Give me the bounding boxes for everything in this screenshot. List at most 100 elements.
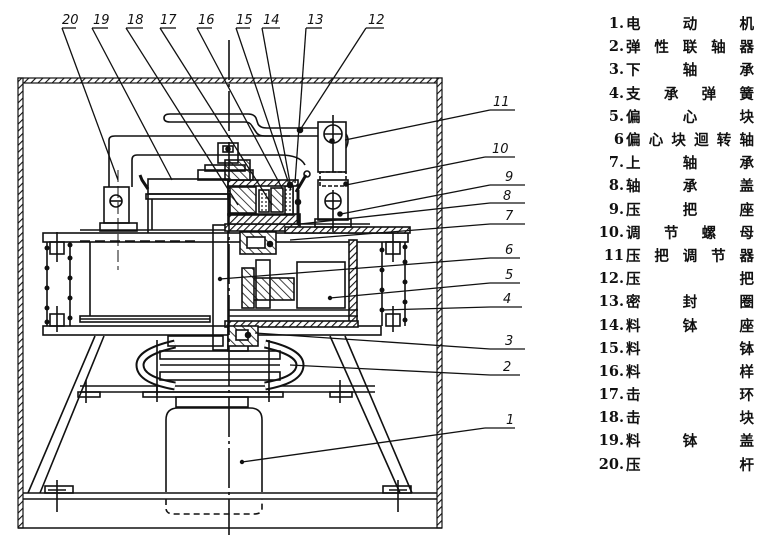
lower-bearing — [227, 325, 259, 347]
legend-item-char: 料 — [626, 317, 641, 335]
callout-6: 6 — [505, 243, 513, 258]
legend-item-label: 压把 — [626, 268, 764, 289]
callout-5: 5 — [505, 268, 513, 283]
legend-item-char: 压 — [626, 456, 641, 474]
legend-item-char: 压 — [626, 201, 641, 219]
legend-item-label: 击块 — [626, 407, 764, 428]
legend-item: 1.电动机 — [594, 12, 764, 35]
legend-item-char: 座 — [739, 201, 755, 219]
press-rod-support — [99, 135, 306, 270]
leader-lines — [61, 27, 525, 463]
callout-12: 12 — [368, 13, 385, 28]
legend-item-number: 5. — [608, 107, 624, 125]
motor — [165, 396, 263, 515]
callout-4: 4 — [503, 292, 511, 307]
legend-item-number: 4. — [608, 84, 624, 102]
legend-item: 7.上轴承 — [594, 151, 764, 174]
legend-item-char: 调 — [682, 247, 698, 265]
legend-item-char: 压 — [626, 271, 641, 289]
legend-item-char: 圈 — [739, 294, 755, 312]
legend-item-char: 偏 — [626, 108, 641, 126]
elastic-coupling — [135, 335, 305, 395]
callout-13: 13 — [307, 13, 324, 28]
legend-item-char: 料 — [626, 433, 641, 451]
legend-item: 18.击块 — [594, 406, 764, 429]
legend-item-number: 19. — [598, 432, 624, 450]
callout-7: 7 — [505, 209, 514, 224]
callout-20: 20 — [62, 13, 79, 28]
callout-10: 10 — [492, 142, 509, 157]
legend-item-char: 承 — [663, 85, 679, 103]
legend-item-char: 击 — [626, 410, 641, 428]
legend-item-label: 电动机 — [626, 13, 764, 34]
legend-item-char: 样 — [739, 363, 755, 381]
legend-item-char: 承 — [739, 155, 755, 173]
legend-item-number: 15. — [598, 339, 624, 357]
legend-item-label: 上轴承 — [626, 152, 764, 173]
legend-item: 9.压把座 — [594, 198, 764, 221]
legend-item-number: 3. — [608, 61, 624, 79]
upper-bearing — [239, 231, 277, 255]
legend-item-char: 块 — [739, 108, 755, 126]
legend-item-number: 12. — [598, 270, 624, 288]
adjusting-nut — [314, 171, 352, 232]
legend-item-char: 钵 — [739, 340, 755, 358]
legend-item-char: 器 — [739, 39, 755, 57]
legend-item-char: 击 — [626, 387, 641, 405]
legend-item-label: 偏心块 — [626, 106, 764, 127]
legend-item-char: 杆 — [739, 456, 755, 474]
legend-item-char: 把 — [739, 271, 755, 289]
legend-item-char: 轴 — [626, 178, 641, 196]
legend-item-char: 把 — [654, 247, 669, 265]
callout-9: 9 — [505, 170, 513, 185]
callout-17: 17 — [160, 13, 177, 28]
legend-item: 3.下轴承 — [594, 58, 764, 81]
legend-item-char: 压 — [626, 247, 641, 265]
callout-14: 14 — [263, 13, 280, 28]
legend-item-number: 18. — [598, 409, 624, 427]
legend-item-char: 螺 — [701, 224, 717, 242]
legend-item-number: 10. — [598, 223, 624, 241]
legend-item: 2.弹性联轴器 — [594, 35, 764, 58]
legend-item-label: 料钵座 — [626, 315, 764, 336]
legend-item-char: 钵 — [682, 317, 698, 335]
legend-item-number: 1. — [608, 15, 624, 33]
legend-item-char: 支 — [626, 85, 641, 103]
legend-item-label: 料钵 — [626, 338, 764, 359]
legend-item-label: 支承弹簧 — [626, 83, 764, 104]
legend-item-label: 压把座 — [626, 199, 764, 220]
legend-item-char: 上 — [626, 155, 641, 173]
lower-platform — [42, 315, 382, 336]
support-frame — [27, 335, 413, 494]
callout-labels: 20 19 18 17 16 15 14 13 12 11 10 9 8 7 6… — [62, 13, 514, 428]
legend-item-char: 下 — [626, 62, 641, 80]
callout-18: 18 — [127, 13, 144, 28]
legend-item-char: 动 — [682, 16, 698, 34]
legend-item: 17.击环 — [594, 383, 764, 406]
legend-item-label: 压把调节器 — [626, 245, 764, 266]
legend-item-char: 密 — [626, 294, 641, 312]
legend-item-number: 9. — [608, 200, 624, 218]
legend-item-number: 20. — [598, 455, 624, 473]
legend-item-char: 料 — [626, 340, 641, 358]
legend-item-char: 电 — [626, 16, 641, 34]
legend-item-char: 转 — [716, 132, 732, 150]
legend-item: 12.压把 — [594, 267, 764, 290]
legend-item: 14.料钵座 — [594, 313, 764, 336]
legend-item-char: 偏 — [626, 132, 641, 150]
legend-item-char: 母 — [739, 224, 754, 242]
legend-item-label: 料钵盖 — [626, 430, 764, 451]
legend-item-char: 性 — [654, 39, 669, 57]
legend-item-char: 簧 — [739, 85, 754, 103]
callout-8: 8 — [503, 189, 511, 204]
handle-regulator — [317, 115, 349, 173]
legend-item-char: 心 — [648, 132, 664, 150]
callout-1: 1 — [506, 413, 514, 428]
grinding-bowl — [197, 142, 299, 216]
legend-item-number: 16. — [598, 362, 624, 380]
legend-item: 10.调节螺母 — [594, 221, 764, 244]
